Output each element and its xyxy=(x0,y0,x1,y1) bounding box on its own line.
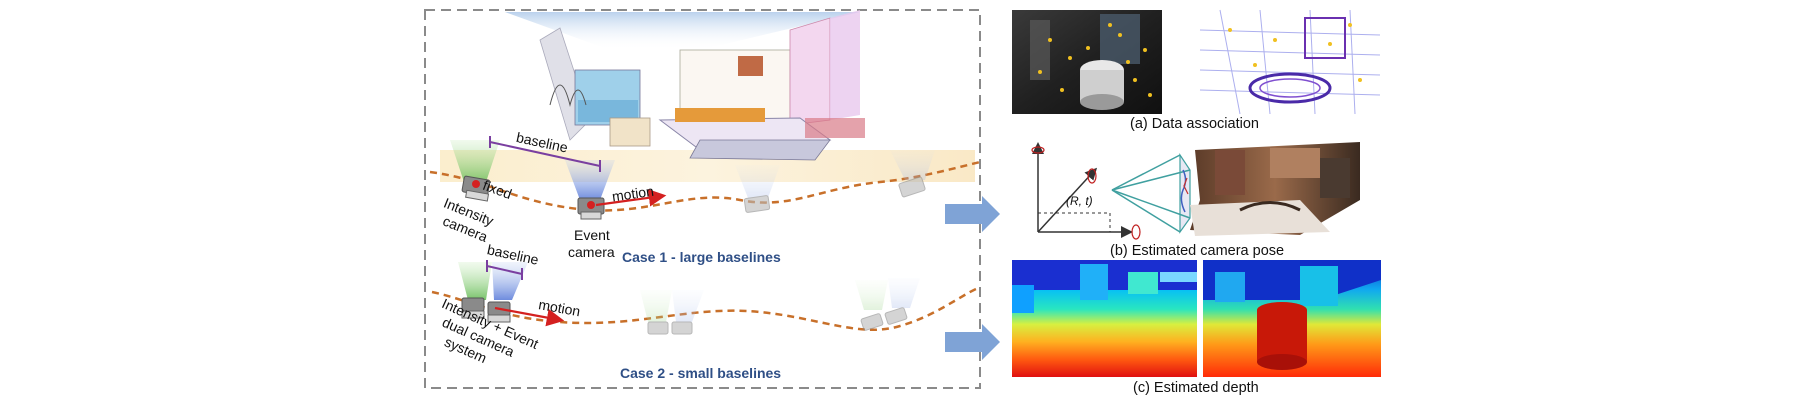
baseline-arrow-case2 xyxy=(486,265,523,275)
caption-c: (c) Estimated depth xyxy=(1133,380,1259,396)
svg-text:camera: camera xyxy=(568,244,615,260)
case2-trajectory xyxy=(431,286,979,332)
caption-a: (a) Data association xyxy=(1130,116,1259,132)
faded-camera-1 xyxy=(735,165,780,213)
intensity-camera-case1 xyxy=(450,140,500,202)
event-camera-case1 xyxy=(565,160,615,220)
point-cloud-reconstruction xyxy=(1190,142,1360,236)
case1-title: Case 1 - large baselines xyxy=(622,249,781,265)
motion-arrow-case2 xyxy=(494,306,565,327)
intensity-camera-label: Intensity camera xyxy=(441,195,496,245)
connector-arrow-bottom xyxy=(945,324,1000,360)
data-association-grayscale-image xyxy=(1012,10,1162,114)
left-panel: baseline fixed motion Intensity camera E… xyxy=(424,9,981,389)
baseline-arrow-case1 xyxy=(489,141,601,167)
faded-dual-camera-1 xyxy=(640,290,704,335)
right-panel: (a) Data association (R, t) xyxy=(1012,9,1381,396)
dashed-frame xyxy=(424,9,981,389)
camera-pose-axes: (R, t) xyxy=(1031,142,1141,240)
motion-label-case2: motion xyxy=(537,296,581,319)
depth-map-2 xyxy=(1203,260,1381,377)
faded-dual-camera-2 xyxy=(855,278,920,331)
event-camera-label: Event camera xyxy=(568,227,615,260)
motion-label-case1: motion xyxy=(611,183,655,205)
case2-title: Case 2 - small baselines xyxy=(620,365,781,381)
connector-arrow-top xyxy=(945,196,1000,232)
svg-text:Event: Event xyxy=(574,227,610,243)
pose-label: (R, t) xyxy=(1066,194,1093,208)
caption-b: (b) Estimated camera pose xyxy=(1110,243,1284,259)
motion-arrow-case1 xyxy=(595,189,667,207)
case1-trajectory xyxy=(429,160,981,212)
faded-camera-2 xyxy=(890,150,935,198)
dual-camera-case2 xyxy=(458,262,528,323)
camera-frustum xyxy=(1111,153,1191,234)
data-association-event-image xyxy=(1199,9,1381,115)
depth-map-1 xyxy=(1012,260,1197,377)
